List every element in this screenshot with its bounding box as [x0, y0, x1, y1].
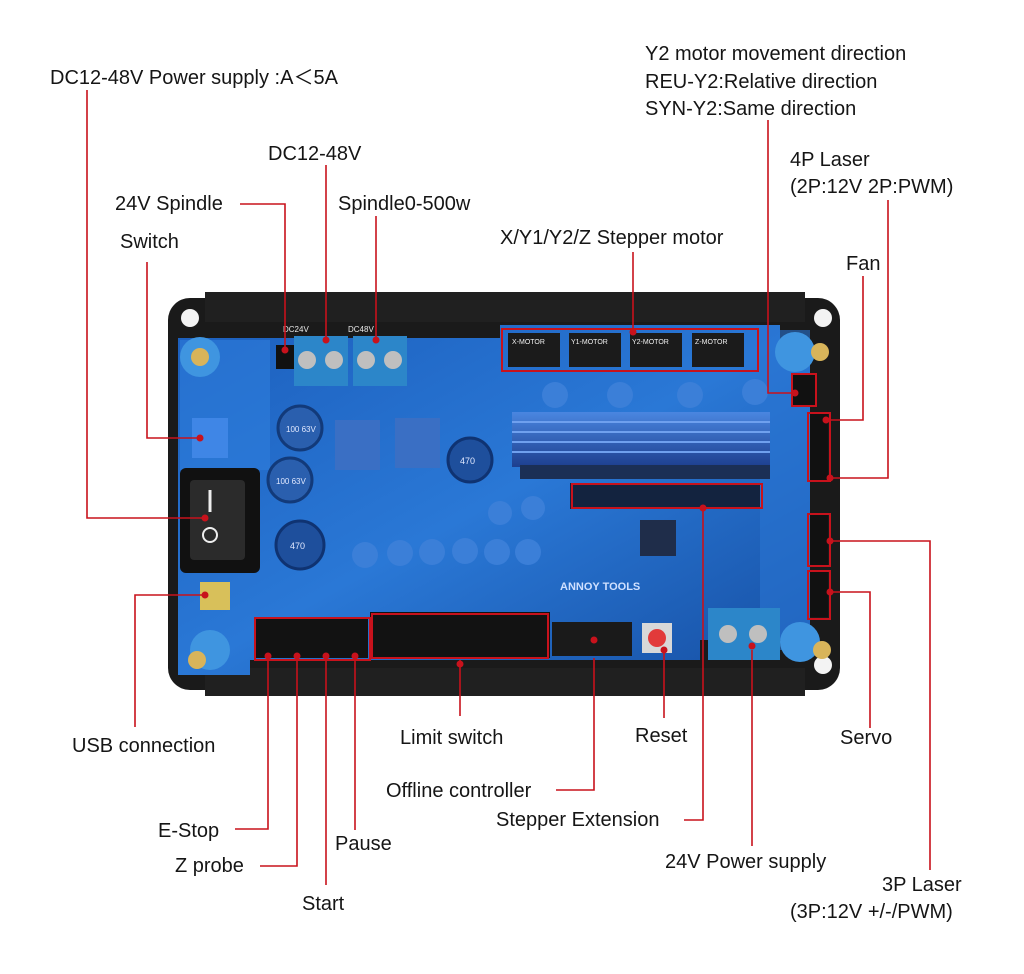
leader-offline-controller — [556, 658, 595, 791]
label-offline-controller: Offline controller — [386, 780, 532, 802]
leader-4p-laser — [830, 200, 889, 479]
svg-text:100 63V: 100 63V — [276, 477, 306, 486]
standoffs — [180, 332, 831, 670]
leader-24v-spindle — [240, 203, 286, 350]
leader-zprobe — [260, 656, 298, 867]
standoff — [180, 337, 220, 377]
leader-dots — [196, 328, 834, 668]
bottom-headers — [256, 612, 632, 658]
motor-connectors: X-MOTOR Y1-MOTOR Y2-MOTOR Z-MOTOR — [508, 333, 744, 367]
svg-text:DC24V: DC24V — [283, 325, 309, 334]
label-start: Start — [302, 893, 345, 915]
label-z-probe: Z probe — [175, 855, 244, 877]
label-limit-switch: Limit switch — [400, 727, 504, 749]
leader-lines — [86, 90, 931, 885]
label-pause: Pause — [335, 833, 392, 855]
svg-text:470: 470 — [290, 541, 305, 551]
label-spindle-power: Spindle0-500w — [338, 193, 471, 215]
regulator — [335, 420, 380, 470]
leader-estop — [235, 656, 269, 830]
label-fan: Fan — [846, 253, 881, 275]
svg-text:100 63V: 100 63V — [286, 425, 316, 434]
standoff — [188, 630, 230, 670]
leader-servo — [830, 591, 871, 728]
terminal-block-dc — [294, 336, 348, 386]
label-e-stop: E-Stop — [158, 820, 220, 842]
heatsink — [512, 412, 770, 467]
label-4p-laser-detail: (2P:12V 2P:PWM) — [790, 176, 954, 198]
leader-switch — [146, 262, 200, 439]
leader-stepper-extension — [684, 508, 704, 821]
label-stepper-extension: Stepper Extension — [496, 809, 660, 831]
label-24v-spindle: 24V Spindle — [115, 193, 223, 215]
label-4p-laser: 4P Laser — [790, 149, 870, 171]
svg-text:Y2-MOTOR: Y2-MOTOR — [632, 339, 669, 346]
microcontroller — [640, 520, 676, 556]
label-power-supply: DC12-48V Power supply :A＜5A — [50, 67, 338, 89]
svg-text:Z-MOTOR: Z-MOTOR — [695, 339, 728, 346]
highlight-boxes — [254, 328, 831, 661]
mounting-hole — [181, 309, 199, 327]
leader-y2-direction — [767, 120, 795, 394]
label-switch: Switch — [120, 231, 179, 253]
leader-usb — [134, 594, 205, 727]
capacitors: 100 63V 100 63V 470 470 — [266, 404, 494, 571]
spindle-connector — [276, 345, 294, 369]
mounting-hole — [814, 309, 832, 327]
leader-3p-laser — [830, 540, 931, 870]
small-capacitors — [352, 379, 768, 568]
label-dc12-48v: DC12-48V — [268, 143, 362, 165]
leader-power-supply — [86, 90, 205, 519]
standoff — [775, 332, 829, 372]
label-24v-power-supply: 24V Power supply — [665, 851, 827, 873]
mounting-hole — [814, 656, 832, 674]
reset-button — [642, 623, 672, 653]
svg-text:Y1-MOTOR: Y1-MOTOR — [571, 339, 608, 346]
terminal-block-spindle — [353, 336, 407, 386]
power-switch — [180, 468, 260, 573]
label-servo: Servo — [840, 727, 893, 749]
label-3p-laser-detail: (3P:12V +/-/PWM) — [790, 901, 953, 923]
power-terminal-24v — [708, 608, 780, 660]
label-reu-y2: REU-Y2:Relative direction — [645, 71, 878, 93]
label-reset: Reset — [635, 725, 688, 747]
stepper-extension-headers — [520, 465, 770, 509]
svg-text:470: 470 — [460, 456, 475, 466]
standoff — [780, 622, 831, 662]
regulator — [395, 418, 440, 468]
svg-text:X-MOTOR: X-MOTOR — [512, 339, 545, 346]
label-usb-connection: USB connection — [72, 735, 216, 757]
right-connectors — [793, 375, 828, 617]
label-syn-y2: SYN-Y2:Same direction — [645, 98, 857, 120]
label-stepper-motor: X/Y1/Y2/Z Stepper motor — [500, 227, 724, 249]
leader-fan — [826, 276, 864, 421]
label-y2-direction: Y2 motor movement direction — [645, 43, 907, 65]
svg-text:ANNOY TOOLS: ANNOY TOOLS — [560, 581, 640, 593]
label-3p-laser: 3P Laser — [882, 874, 962, 896]
svg-text:DC48V: DC48V — [348, 325, 374, 334]
